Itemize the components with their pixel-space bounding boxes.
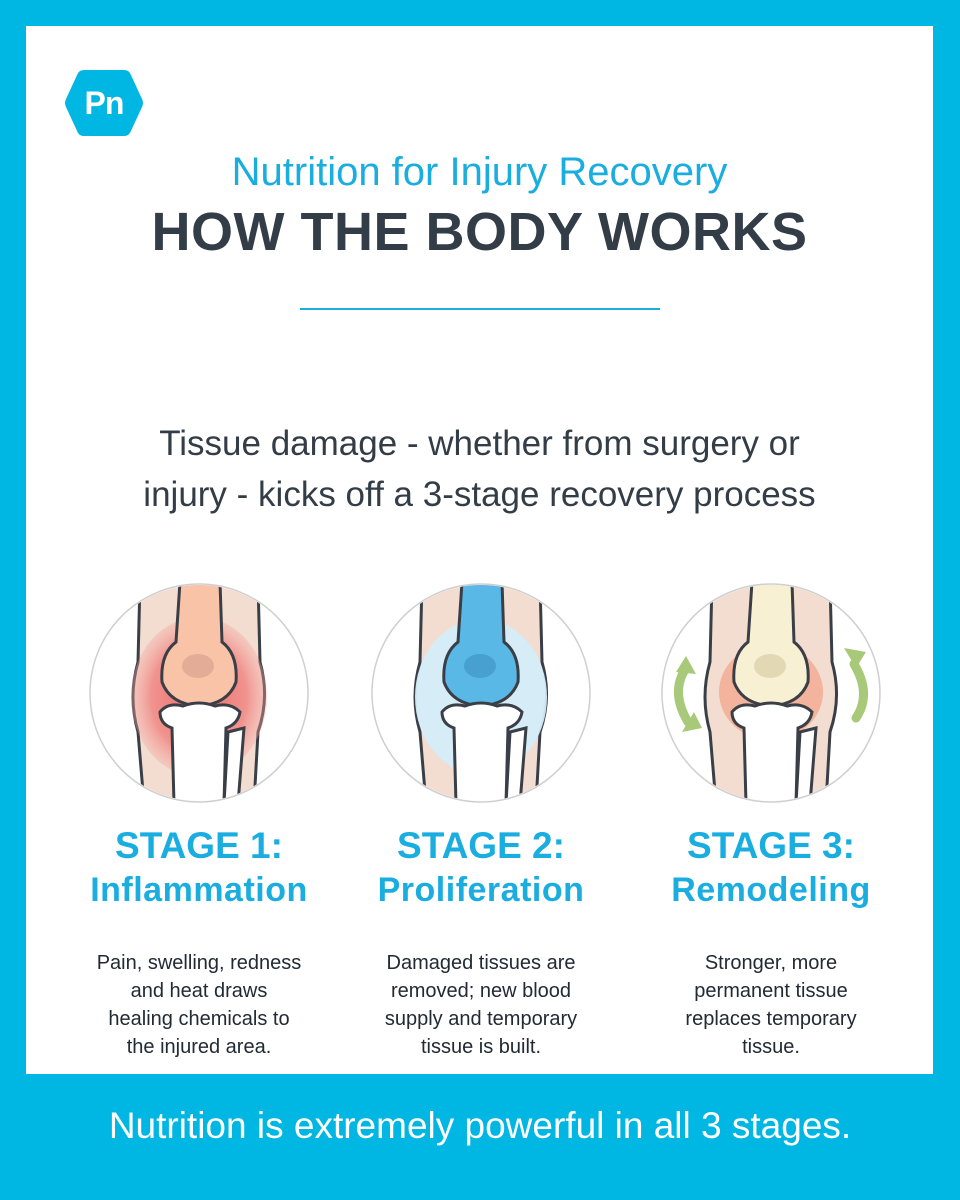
stage-description-line: healing chemicals to [108,1008,290,1030]
stage-description: Stronger, more permanent tissue replaces… [641,949,901,1061]
knee-remodeling-icon [660,582,882,804]
stage-name: Proliferation [377,871,585,909]
page-title: HOW THE BODY WORKS [151,202,808,262]
stage-label: STAGE 2: [397,825,565,866]
footer-text: Nutrition is extremely powerful in all 3… [108,1105,852,1146]
stage-description: Damaged tissues are removed; new blood s… [351,949,611,1061]
stage-label: STAGE 1: [115,825,283,866]
intro-line: injury - kicks off a 3-stage recovery pr… [143,475,816,514]
stage-description-line: removed; new blood [390,980,572,1002]
hexagon-logo-icon [65,70,143,136]
rotate-arrow-icon [674,648,868,732]
stage-name: Inflammation [90,871,308,909]
page-subtitle: Nutrition for Injury Recovery [231,150,728,194]
stage-description-line: and heat draws [130,980,268,1002]
intro-text: Tissue damage - whether from surgery or … [26,418,933,520]
stage-description-line: Stronger, more [704,952,838,974]
stage-description-line: Pain, swelling, redness [96,952,302,974]
intro-line: Tissue damage - whether from surgery or [159,424,800,463]
stage-label: STAGE 3: [687,825,855,866]
stage-1: STAGE 1: Inflammation Pain, swelling, re… [49,582,349,1062]
stage-description-line: tissue is built. [420,1036,542,1058]
stage-3: STAGE 3: Remodeling Stronger, more perma… [621,582,921,1062]
stage-description-line: tissue. [742,1036,800,1058]
infographic-card: Pn Nutrition for Injury Recovery HOW THE… [26,26,933,1074]
divider [300,308,660,310]
stage-description-line: Damaged tissues are [386,952,576,974]
logo-text: Pn [84,85,125,121]
knee-proliferation-icon [370,582,592,804]
stage-description: Pain, swelling, redness and heat draws h… [69,949,329,1061]
stage-description-line: permanent tissue [694,980,848,1002]
stage-2: STAGE 2: Proliferation Damaged tissues a… [331,582,631,1062]
stage-description-line: supply and temporary [384,1008,578,1030]
stage-name: Remodeling [671,871,871,909]
stage-description-line: replaces temporary [685,1008,857,1030]
logo: Pn [64,67,144,139]
stage-description-line: the injured area. [126,1036,272,1058]
knee-inflammation-icon [88,582,310,804]
